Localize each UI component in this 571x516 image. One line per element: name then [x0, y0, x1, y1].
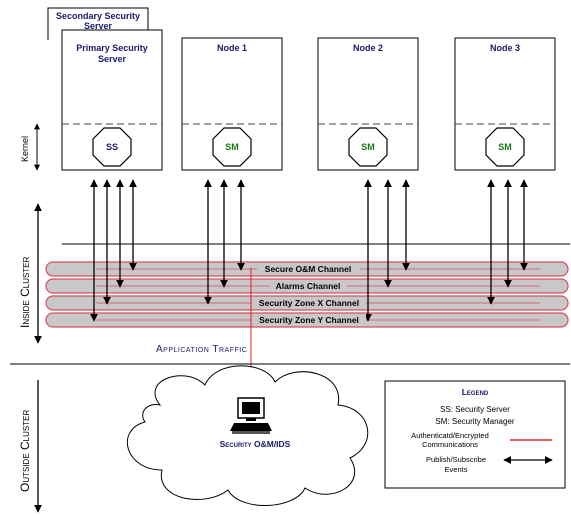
outside-cluster-label: Outside Cluster [18, 410, 32, 492]
node-3-sm-octagon [485, 127, 525, 167]
outside-cloud [127, 365, 369, 506]
workstation-icon [230, 397, 272, 434]
inside-cluster-indicator: Inside Cluster [18, 203, 42, 344]
kernel-label: Kernel [20, 136, 30, 162]
node-3-sm-label: SM [498, 142, 512, 152]
application-traffic-label: Application Traffic [156, 344, 247, 355]
legend-pubsub-1: Publish/Subscribe [426, 455, 486, 464]
legend-sm: SM: Security Manager [435, 417, 514, 426]
secondary-server-label-1: Secondary Security [56, 11, 140, 21]
node-3: Node 3 SM [454, 37, 556, 171]
primary-server-label-2: Server [98, 54, 127, 64]
primary-security-server: Primary Security Server SS [61, 29, 163, 171]
legend-auth-2: Communications [422, 440, 478, 449]
workstation-label: Security O&M/IDS [220, 439, 291, 449]
channel-label-zone-x: Security Zone X Channel [259, 298, 359, 308]
node-2-sm-label: SM [361, 142, 375, 152]
node-1-sm-label: SM [225, 142, 239, 152]
primary-server-label-1: Primary Security [76, 43, 148, 53]
channel-label-zone-y: Security Zone Y Channel [259, 315, 359, 325]
legend-auth-1: Authenticatd/Encrypted [411, 431, 489, 440]
inside-cluster-label: Inside Cluster [18, 256, 32, 328]
node-3-label: Node 3 [490, 43, 520, 53]
node-1-label: Node 1 [217, 43, 247, 53]
ss-module-label: SS [106, 142, 118, 152]
kernel-indicator: Kernel [20, 123, 40, 171]
channel-label-secure-om: Secure O&M Channel [265, 264, 351, 274]
legend-pubsub-2: Events [445, 465, 468, 474]
pubsub-arrows [90, 179, 528, 322]
ss-module-octagon [92, 127, 132, 167]
node-2-sm-octagon [348, 127, 388, 167]
legend-title: Legend [462, 387, 489, 397]
node-1: Node 1 SM [181, 37, 283, 171]
legend-ss: SS: Security Server [440, 405, 510, 414]
node-2-label: Node 2 [353, 43, 383, 53]
outside-cluster-indicator: Outside Cluster [18, 380, 42, 513]
legend: Legend SS: Security Server SM: Security … [384, 380, 566, 489]
channel-label-alarms: Alarms Channel [276, 281, 341, 291]
node-1-sm-octagon [212, 127, 252, 167]
node-2: Node 2 SM [317, 37, 419, 171]
secondary-server-label-2: Server [84, 21, 113, 31]
